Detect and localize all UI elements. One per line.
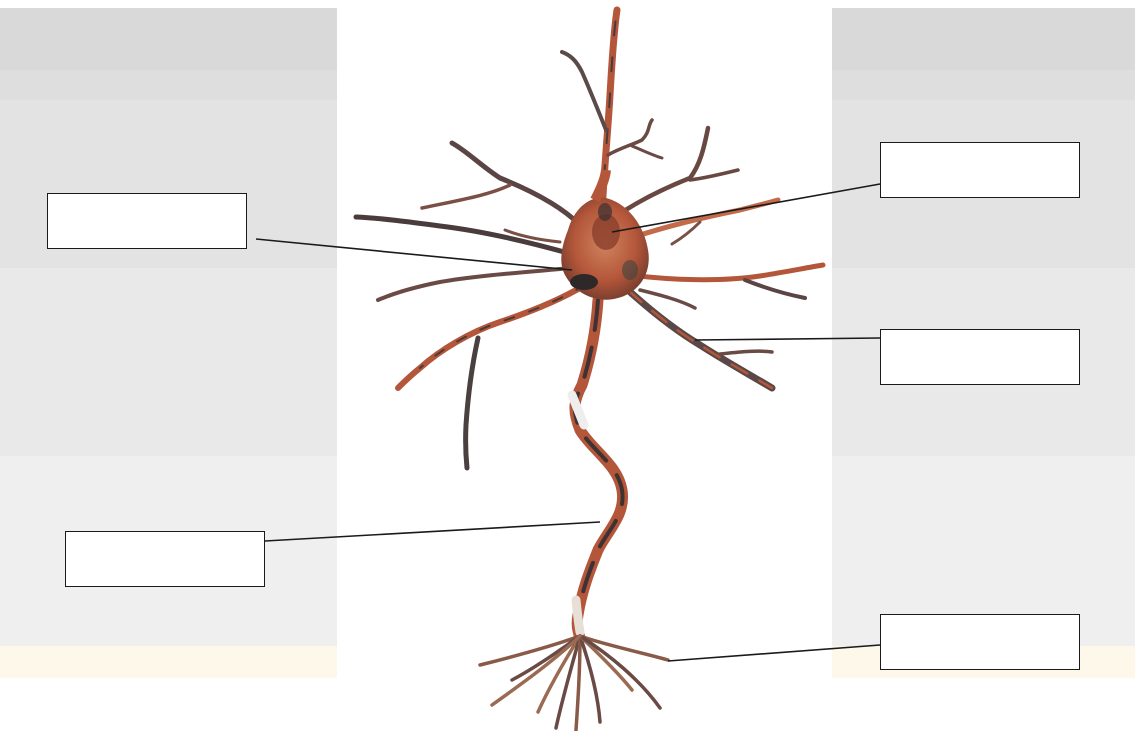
dendrite-branch	[630, 265, 823, 280]
axon-terminals	[480, 636, 668, 730]
label-box-axon-terminal[interactable]	[880, 614, 1080, 670]
label-box-nucleus[interactable]	[880, 142, 1080, 198]
dendrite-branch	[562, 52, 606, 130]
label-box-dendrite[interactable]	[880, 329, 1080, 385]
label-box-axon[interactable]	[65, 531, 265, 587]
dendrite-branch	[378, 268, 570, 300]
leader-line-axon	[265, 522, 600, 541]
dendrite-branch	[356, 217, 575, 255]
leader-line-nucleus	[612, 184, 880, 232]
dendrite-branch	[466, 338, 478, 468]
leader-line-axon-terminal	[668, 645, 880, 661]
axon-hillock-shadow	[570, 274, 598, 290]
axon	[572, 300, 623, 638]
dendrite-branch	[452, 143, 580, 225]
cell-body	[561, 170, 648, 300]
dendrite-branch	[608, 120, 652, 155]
label-box-cell-body[interactable]	[47, 193, 247, 249]
leader-line-dendrite	[695, 338, 880, 340]
dendrite-branch	[618, 128, 708, 215]
